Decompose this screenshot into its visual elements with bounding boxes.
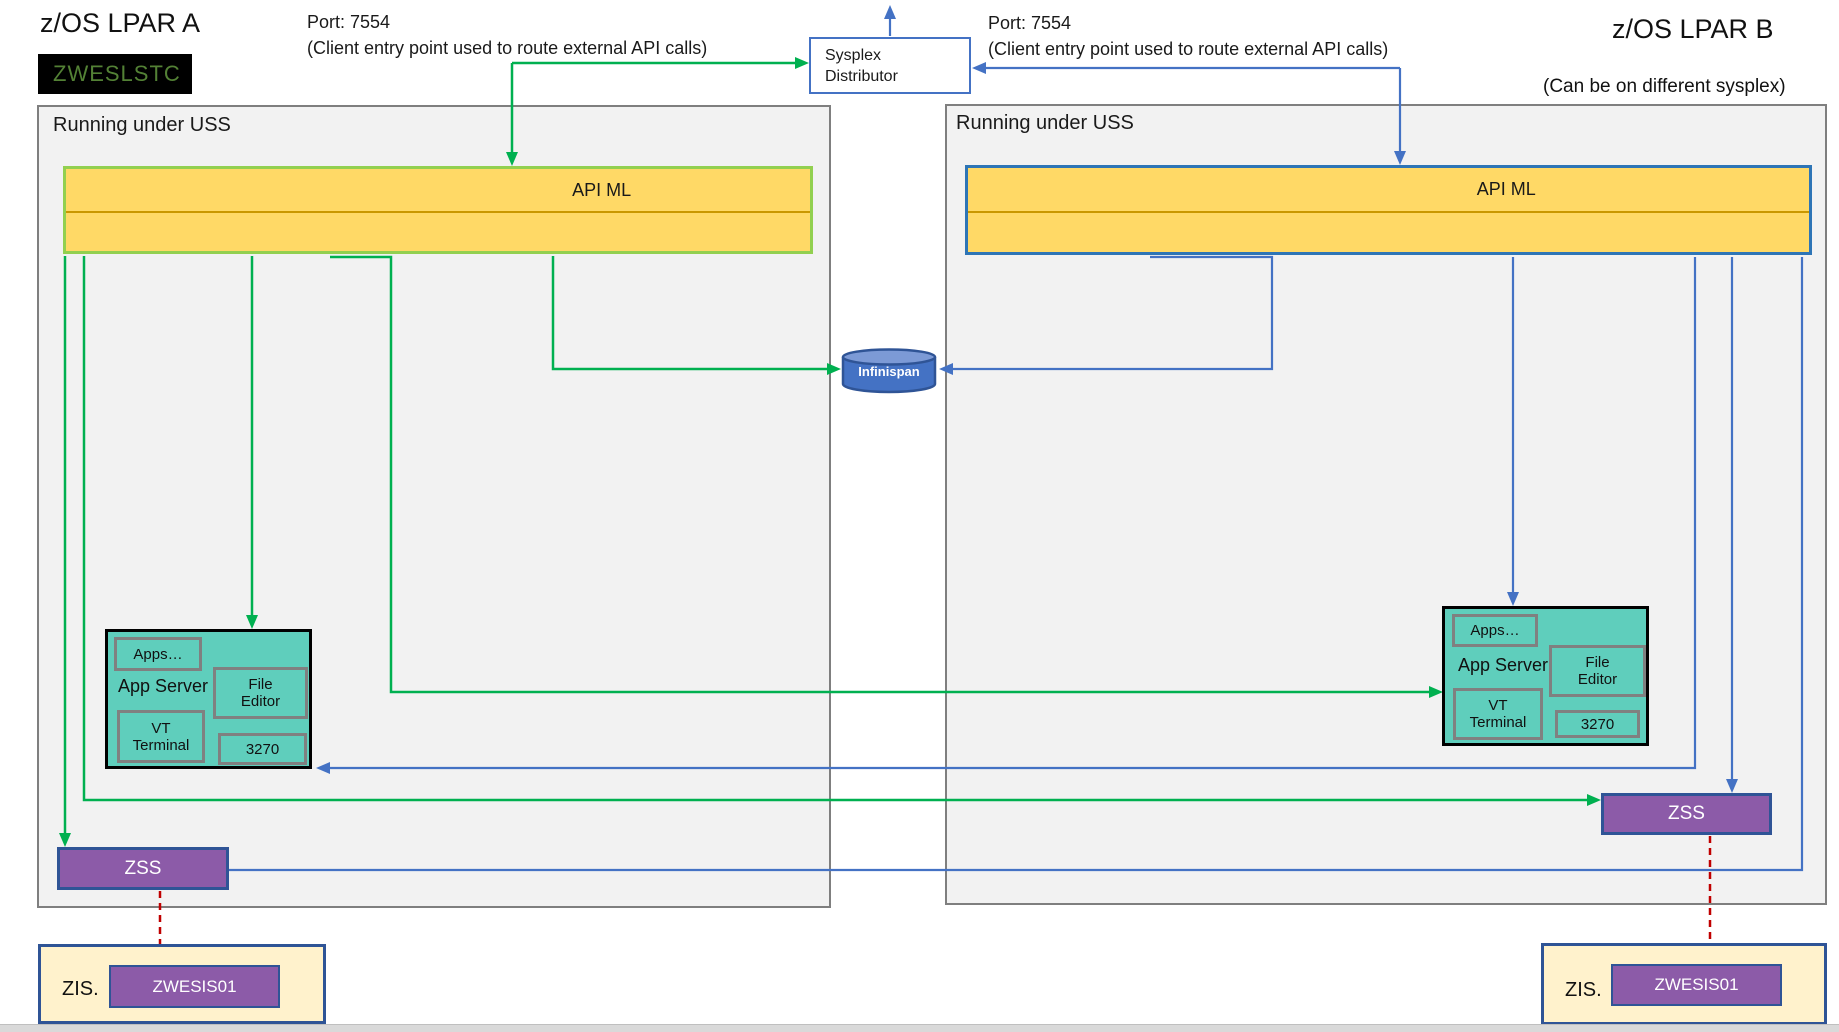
lpar-b-subtitle: (Can be on different sysplex) [1543, 76, 1786, 97]
file-editor-box-b: File Editor [1549, 645, 1646, 697]
lpar-b-title: z/OS LPAR B [1612, 14, 1774, 44]
vt-terminal-box-a: VT Terminal [117, 710, 205, 763]
bottom-edge-strip [0, 1024, 1839, 1032]
t3270-box-a: 3270 [218, 733, 307, 765]
zwesis01-box-a: ZWESIS01 [109, 965, 280, 1008]
uss-label-lpar-a: Running under USS [53, 114, 231, 136]
green-arrow-apiml-a-to-zss-b [82, 256, 1601, 806]
zss-box-lpar-a: ZSS [57, 847, 229, 890]
green-arrow-apiml-a-to-appserver-b [330, 255, 1443, 698]
port-description-b: (Client entry point used to route extern… [988, 39, 1389, 59]
file-editor-box-a: File Editor [213, 667, 308, 719]
uss-label-lpar-b: Running under USS [956, 112, 1134, 134]
vt-terminal-box-b: VT Terminal [1453, 688, 1543, 740]
appserver-box-lpar-b: Apps… App Server File Editor VT Terminal… [1442, 606, 1649, 746]
infinispan-label: Infinispan [858, 364, 920, 379]
apiml-divider-a [66, 211, 810, 213]
blue-line-apiml-b-to-zss-a [229, 257, 1804, 872]
apps-box-a: Apps… [114, 637, 202, 671]
port-description-a: (Client entry point used to route extern… [307, 38, 708, 58]
zis-label-b: ZIS. [1565, 979, 1602, 1001]
t3270-box-b: 3270 [1555, 710, 1640, 738]
port-note-lpar-a: Port: 7554 (Client entry point used to r… [307, 9, 707, 61]
apiml-label-b: API ML [1476, 179, 1536, 199]
sysplex-distributor-box: Sysplex Distributor [809, 37, 971, 94]
apiml-divider-b [968, 211, 1809, 213]
apiml-bar-lpar-a: API ML [63, 166, 813, 254]
infinispan-cylinder: Infinispan [841, 348, 937, 394]
zis-box-lpar-b: ZIS. ZWESIS01 [1541, 943, 1827, 1025]
apiml-label-a: API ML [572, 180, 632, 200]
port-label-b: Port: 7554 [988, 13, 1072, 33]
appserver-box-lpar-a: Apps… App Server File Editor VT Terminal… [105, 629, 312, 769]
apps-box-b: Apps… [1452, 614, 1538, 647]
blue-arrow-apiml-b-to-infinispan [939, 255, 1274, 375]
zis-box-lpar-a: ZIS. ZWESIS01 [38, 944, 326, 1024]
apiml-bar-lpar-b: API ML [965, 165, 1812, 255]
blue-arrow-apiml-b-to-appserver-a [316, 257, 1697, 774]
port-label-a: Port: 7554 [307, 12, 391, 32]
lpar-a-title: z/OS LPAR A [40, 8, 201, 38]
port-note-lpar-b: Port: 7554 (Client entry point used to r… [988, 10, 1388, 62]
green-arrow-apiml-a-to-infinispan [551, 256, 841, 375]
appserver-label-a: App Server [118, 676, 209, 696]
zwesis01-box-b: ZWESIS01 [1611, 964, 1782, 1006]
zweslstc-badge: ZWESLSTC [38, 54, 192, 94]
zis-label-a: ZIS. [62, 978, 99, 1000]
appserver-label-b: App Server [1458, 655, 1549, 675]
zss-box-lpar-b: ZSS [1601, 793, 1772, 835]
cylinder-shape [841, 348, 937, 394]
